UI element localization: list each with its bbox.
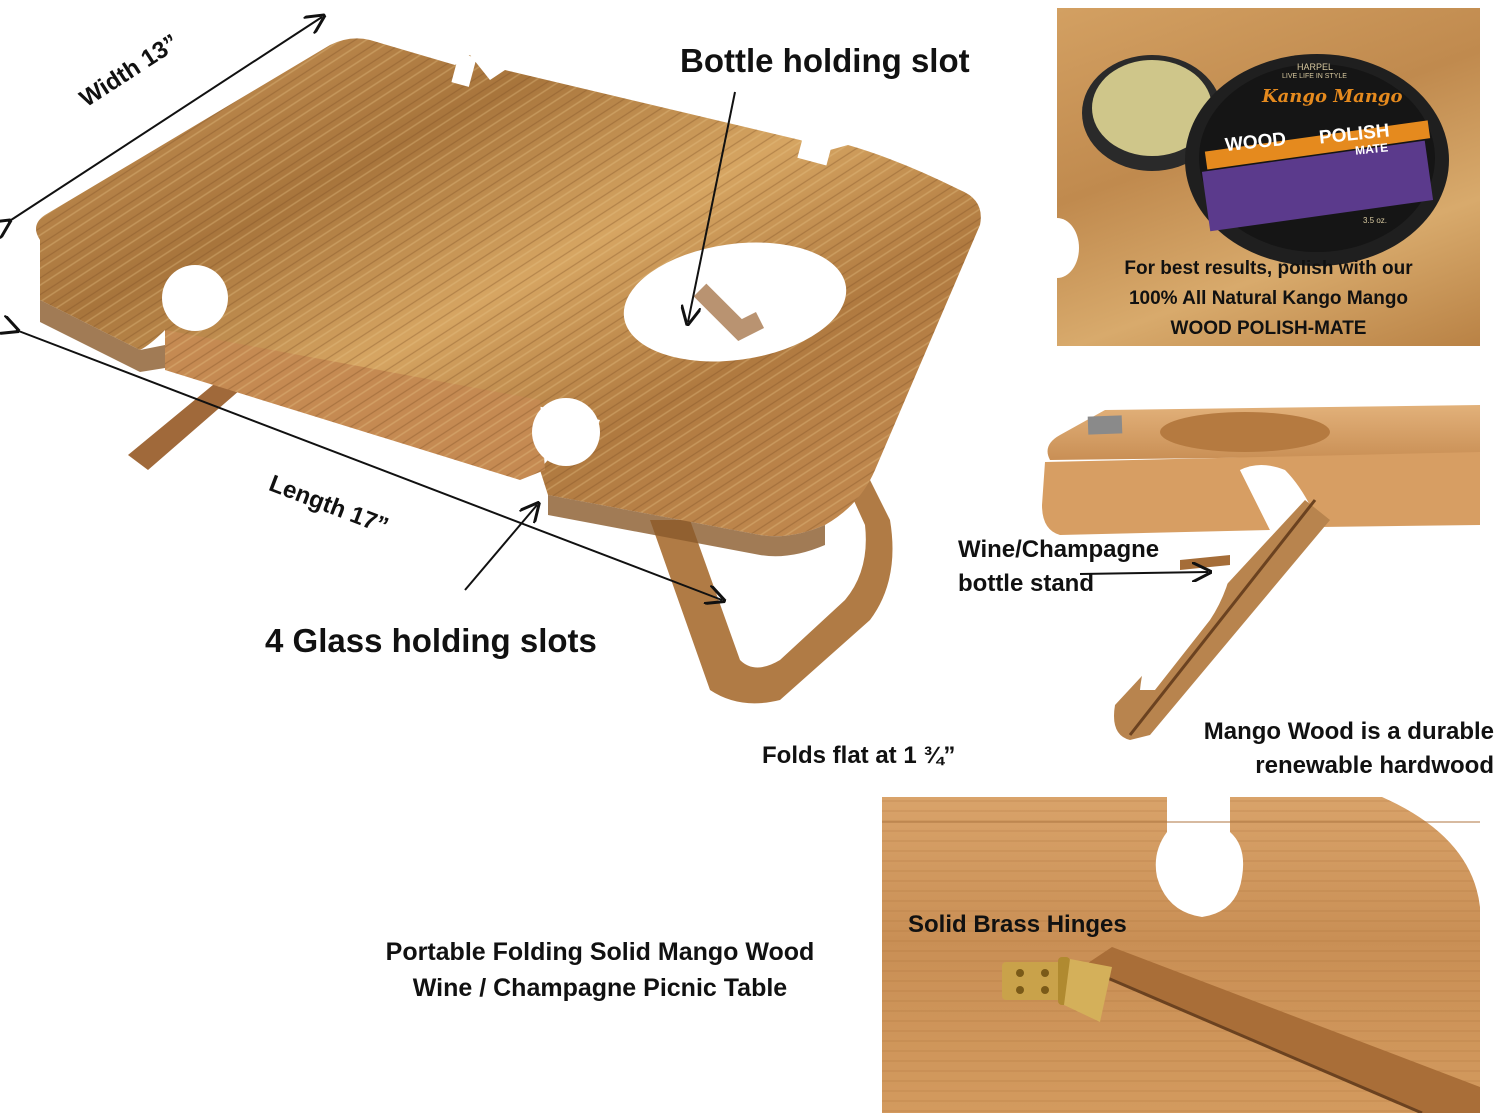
brass-hinge — [1002, 957, 1112, 1022]
bottle-slot-arrow — [688, 91, 736, 322]
tin-brand-name: Kango Mango — [1262, 86, 1403, 107]
hinge-inset: Solid Brass Hinges — [882, 797, 1480, 1113]
product-title-line1: Portable Folding Solid Mango Wood — [385, 938, 815, 966]
hinge-label: Solid Brass Hinges — [908, 911, 1127, 938]
glass-slot-left — [162, 265, 228, 331]
stand-label-line2: bottle stand — [958, 570, 1094, 597]
polish-inset: HARPEL LIVE LIFE IN STYLE Kango Mango WO… — [1057, 8, 1480, 346]
polish-caption-line1: For best results, polish with our — [1124, 258, 1413, 279]
folds-flat-label: Folds flat at 1 ¾” — [762, 742, 956, 769]
product-title-line2: Wine / Champagne Picnic Table — [412, 974, 788, 1002]
glass-slots-arrow — [464, 505, 537, 591]
glass-slots-label: 4 Glass holding slots — [265, 622, 597, 659]
tin-size: 3.5 oz. — [1363, 216, 1388, 225]
annotation-arrows — [0, 0, 736, 720]
tin-brand-line2: LIVE LIFE IN STYLE — [1282, 73, 1347, 80]
bottle-slot-label: Bottle holding slot — [680, 42, 970, 79]
side-view-inset — [1030, 390, 1500, 750]
stand-label-line1: Wine/Champagne — [958, 536, 1160, 563]
durable-label-line2: renewable hardwood — [1255, 752, 1494, 779]
length-arrow — [16, 330, 722, 600]
polish-caption-line2: 100% All Natural Kango Mango — [1128, 288, 1409, 309]
durable-label-line1: Mango Wood is a durable — [1203, 718, 1494, 745]
hinge-leg-bar — [1082, 947, 1480, 1113]
tin-brand-line1: HARPEL — [1297, 62, 1334, 72]
bottle-stand-arrow — [1079, 572, 1208, 574]
width-arrow — [8, 17, 322, 222]
polish-caption-line3: WOOD POLISH-MATE — [1170, 318, 1367, 339]
